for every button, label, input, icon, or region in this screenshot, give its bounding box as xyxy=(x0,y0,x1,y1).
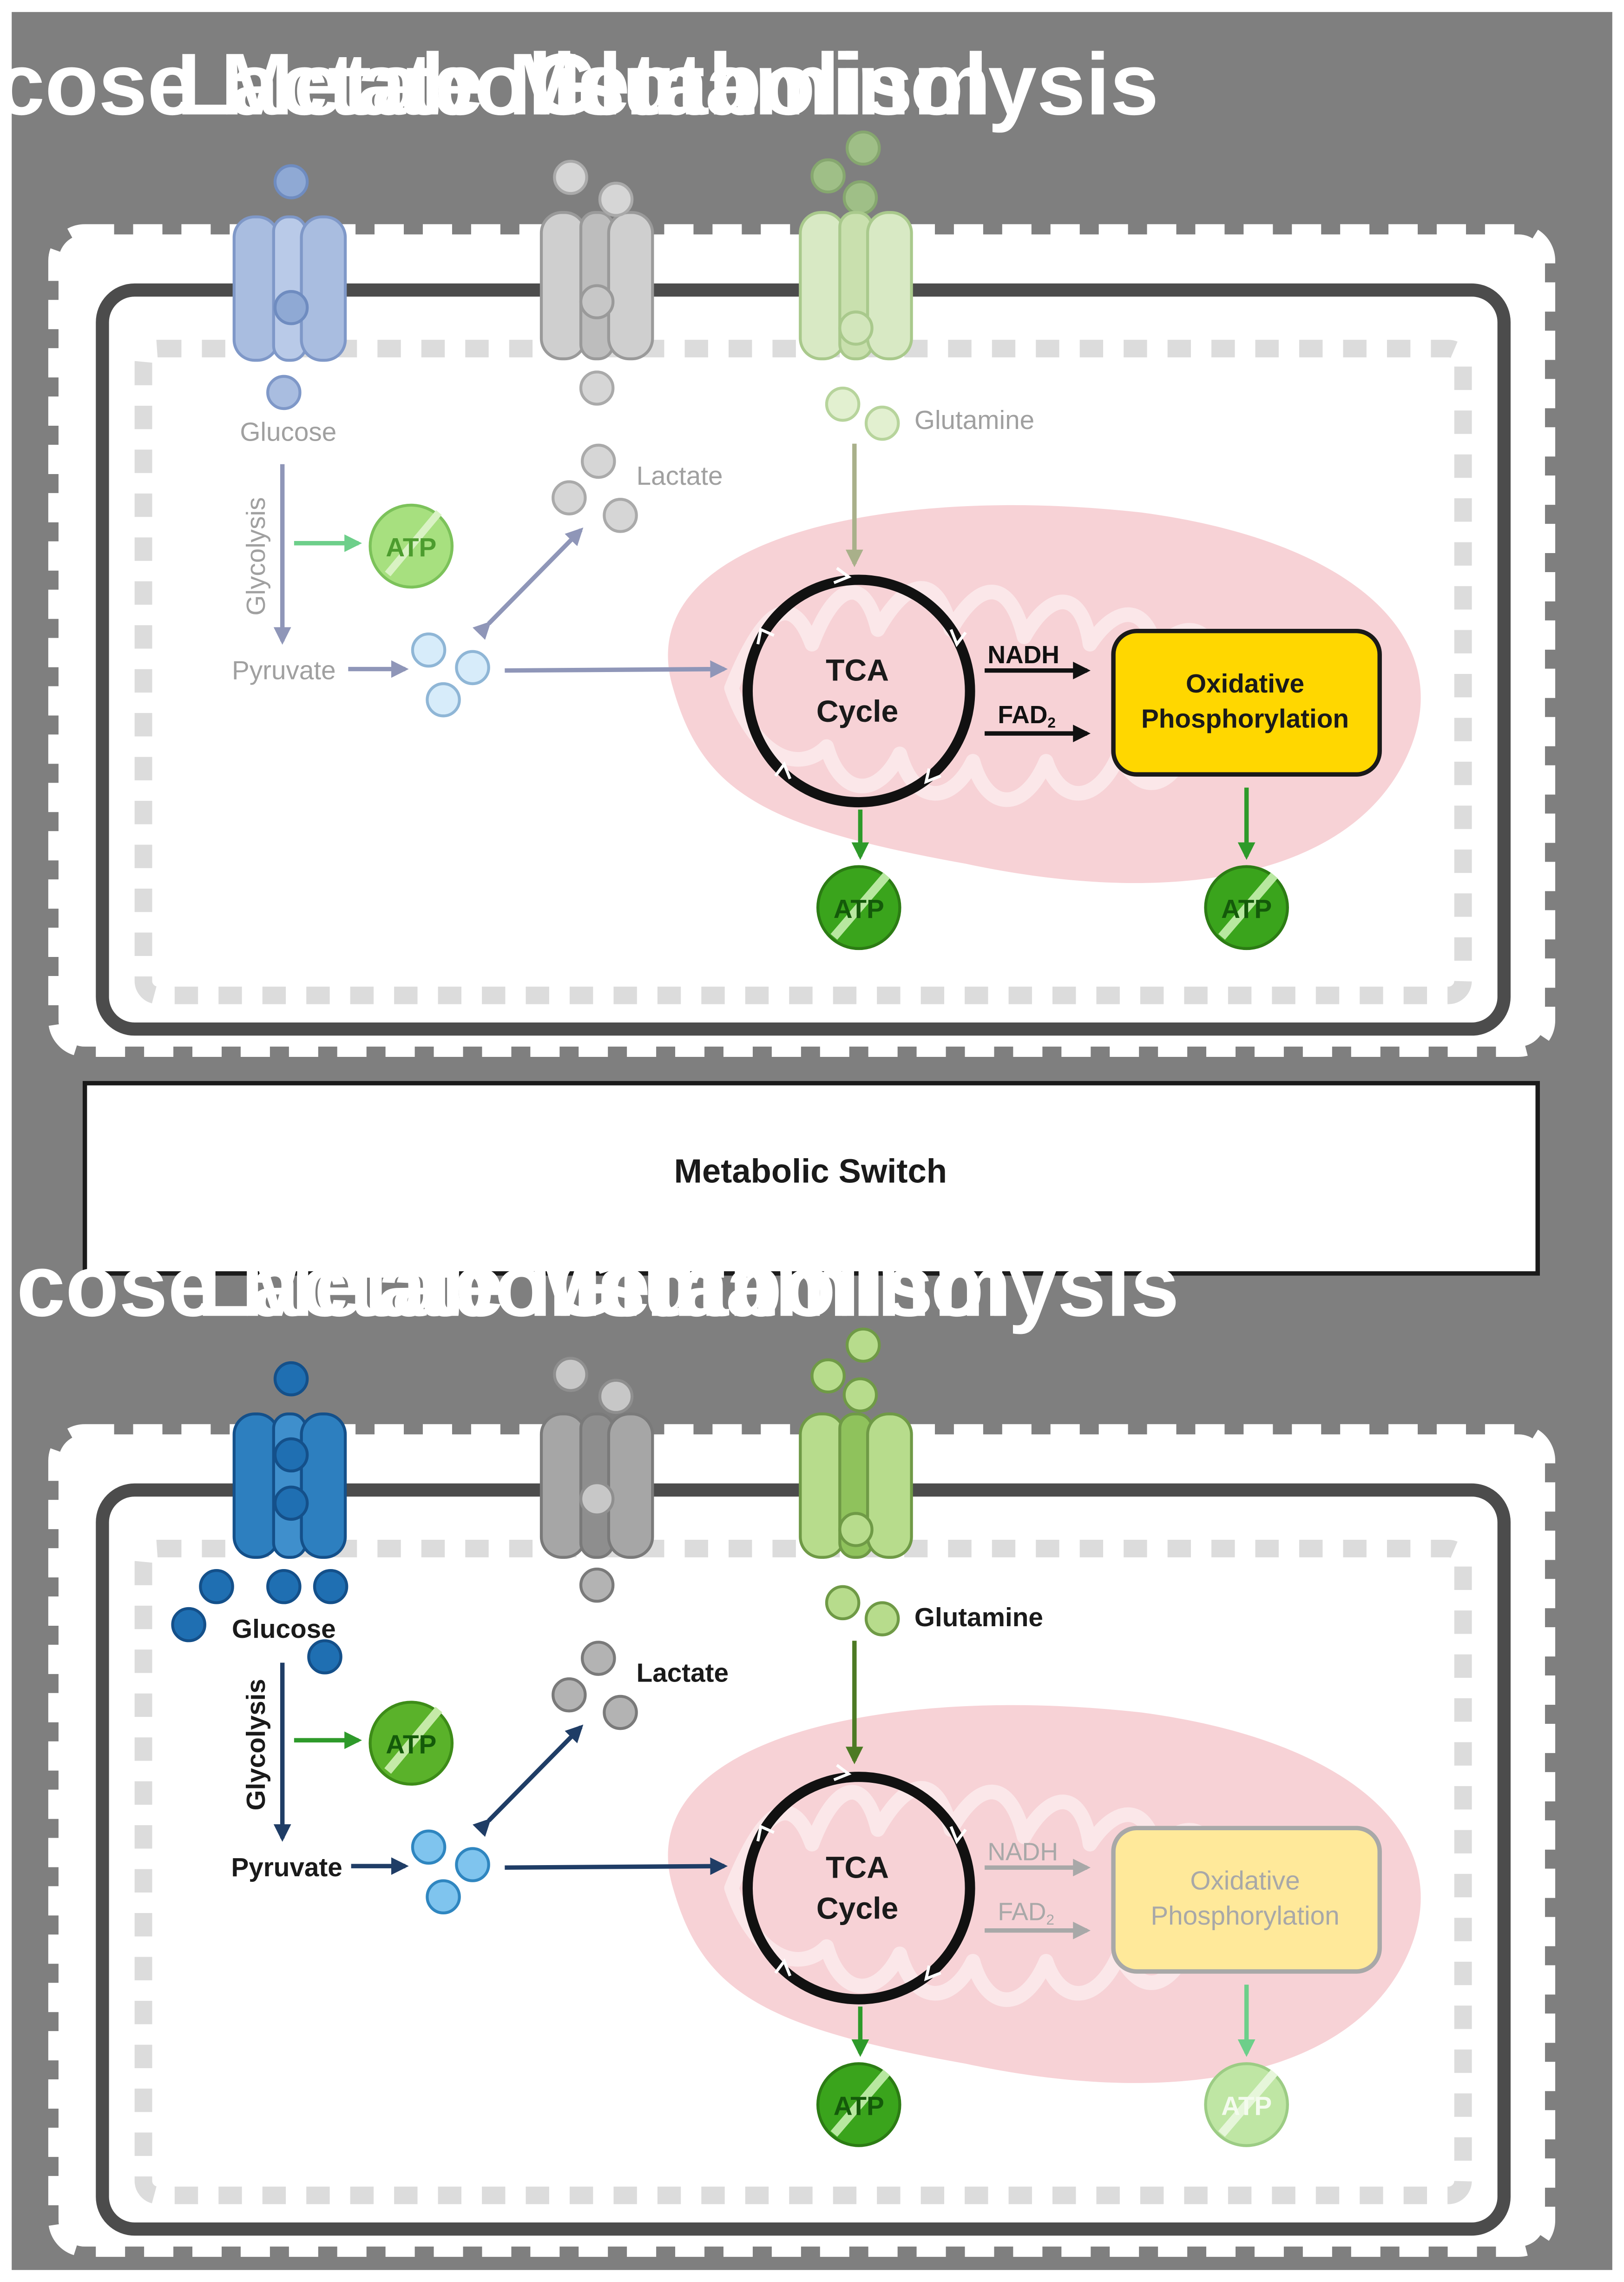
top-lactate-label: Lactate xyxy=(637,462,723,491)
bottom-lactate-label: Lactate xyxy=(637,1658,729,1688)
top-lactate-molecules xyxy=(552,443,638,533)
top-fad-text: FAD xyxy=(998,701,1047,729)
top-lactate-transporter xyxy=(539,159,654,406)
switch-box xyxy=(82,1081,1540,1276)
bottom-oxphos-atp-label: ATP xyxy=(1221,2091,1272,2121)
top-tca-cycle xyxy=(742,567,975,808)
top-pyruvate-label: Pyruvate xyxy=(232,656,336,686)
bottom-glycolysis-atp-badge: ATP xyxy=(368,1701,454,1786)
top-glucose-transporter xyxy=(232,164,347,410)
bottom-glutamine-label: Glutamine xyxy=(914,1603,1043,1632)
top-header-glucose-metabolism: Glucose Metabolism xyxy=(0,35,704,133)
bottom-fad-label: FAD2 xyxy=(998,1899,1054,1928)
metabolic-switch: Metabolic Switch xyxy=(82,1081,1540,1276)
top-tca-atp-label: ATP xyxy=(834,895,884,924)
bottom-header-glucose-metabolism: Glucose Metabolism xyxy=(0,1237,724,1335)
bottom-tca-cycle xyxy=(742,1764,975,2005)
bottom-tca-label-1: TCA xyxy=(826,1850,889,1885)
bottom-pyruvate-label: Pyruvate xyxy=(231,1853,342,1882)
bottom-cell: Glucose Metabolism Lactate Metabolism Gl… xyxy=(0,1237,1556,2257)
top-nadh-label: NADH xyxy=(987,641,1059,669)
bottom-oxphos-label-1: Oxidative xyxy=(1190,1866,1300,1896)
top-glycolysis-atp-label: ATP xyxy=(386,533,436,562)
top-glutamine-label: Glutamine xyxy=(914,406,1034,435)
top-pyruvate-molecules xyxy=(411,632,490,718)
top-glycolysis-label: Glycolysis xyxy=(242,497,271,616)
bottom-header-glutaminolysis: Glutaminolysis xyxy=(550,1237,1179,1335)
bottom-fad-text: FAD xyxy=(998,1899,1046,1926)
top-oxphos-atp-badge: ATP xyxy=(1204,865,1289,950)
top-cell: Glucose Metabolism Lactate Metabolism Gl… xyxy=(0,35,1556,1057)
top-glutamine-transporter xyxy=(799,130,913,441)
bottom-tca-atp-label: ATP xyxy=(834,2091,884,2121)
bottom-header-lactate-metabolism: Lactate Metabolism xyxy=(197,1237,1012,1335)
bottom-glycolysis-atp-label: ATP xyxy=(386,1730,436,1760)
bottom-lactate-pyruvate-arrow xyxy=(472,1724,584,1837)
bottom-glucose-label: Glucose xyxy=(232,1615,336,1644)
top-fad-label: FAD2 xyxy=(998,701,1056,731)
bottom-lactate-transporter xyxy=(539,1357,654,1603)
bottom-oxphos-box xyxy=(1111,1826,1382,1974)
bottom-fad-subscript: 2 xyxy=(1046,1912,1054,1928)
bottom-pyruvate-tca-arrow xyxy=(505,1857,728,1875)
top-fad-subscript: 2 xyxy=(1047,715,1056,731)
top-oxphos-box xyxy=(1111,628,1382,777)
top-oxphos-label-1: Oxidative xyxy=(1186,669,1304,699)
bottom-tca-atp-badge: ATP xyxy=(816,2062,901,2147)
top-lactate-pyruvate-arrow xyxy=(472,528,584,640)
top-tca-label-2: Cycle xyxy=(816,694,898,729)
top-tca-label-1: TCA xyxy=(826,653,889,688)
bottom-oxphos-label-2: Phosphorylation xyxy=(1151,1901,1339,1931)
top-inner-membrane xyxy=(134,340,1472,1004)
bottom-lactate-molecules xyxy=(552,1641,638,1730)
bottom-glutamine-transporter xyxy=(799,1327,913,1636)
bottom-nadh-label: NADH xyxy=(987,1839,1058,1866)
switch-label: Metabolic Switch xyxy=(674,1153,947,1190)
bottom-oxphos-atp-badge: ATP xyxy=(1204,2062,1289,2147)
top-header-glutaminolysis: Glutaminolysis xyxy=(530,35,1159,133)
bottom-glucose-molecules xyxy=(171,1569,348,1675)
top-pyruvate-tca-arrow xyxy=(505,660,728,678)
top-glucose-label: Glucose xyxy=(240,417,336,447)
bottom-pyruvate-molecules xyxy=(411,1829,490,1915)
bottom-inner-membrane xyxy=(134,1540,1472,2204)
top-glycolysis-atp-badge: ATP xyxy=(368,503,454,589)
top-oxphos-atp-label: ATP xyxy=(1221,895,1272,924)
top-header-lactate-metabolism: Lactate Metabolism xyxy=(177,35,991,133)
bottom-glucose-transporter xyxy=(232,1361,347,1559)
bottom-tca-label-2: Cycle xyxy=(816,1892,898,1926)
bottom-glycolysis-label: Glycolysis xyxy=(242,1679,271,1810)
top-oxphos-label-2: Phosphorylation xyxy=(1141,705,1349,734)
top-tca-atp-badge: ATP xyxy=(816,865,901,950)
